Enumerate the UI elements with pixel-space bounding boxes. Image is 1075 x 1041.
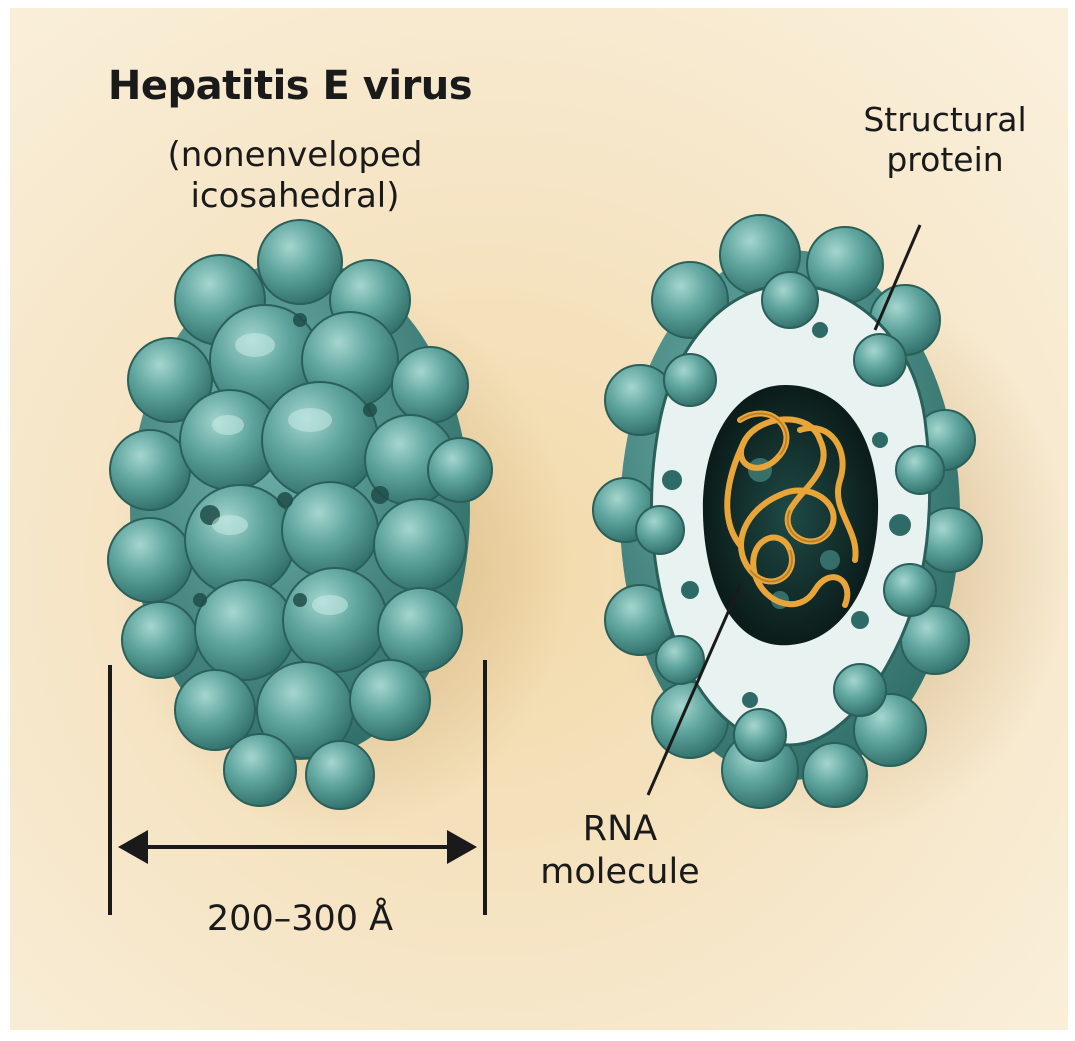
size-label: 200–300 Å <box>180 898 420 941</box>
cross-section <box>593 215 982 808</box>
rna-label-line1: RNA <box>520 808 720 851</box>
rna-molecule-label: RNA molecule <box>520 808 720 893</box>
diagram-subtitle: (nonenveloped icosahedral) <box>60 135 530 218</box>
diagram-title: Hepatitis E virus <box>80 62 500 111</box>
structural-protein-label-line1: Structural <box>845 100 1045 140</box>
rna-label-line2: molecule <box>520 851 720 894</box>
structural-protein-label: Structural protein <box>845 100 1045 181</box>
structural-protein-label-line2: protein <box>845 140 1045 180</box>
